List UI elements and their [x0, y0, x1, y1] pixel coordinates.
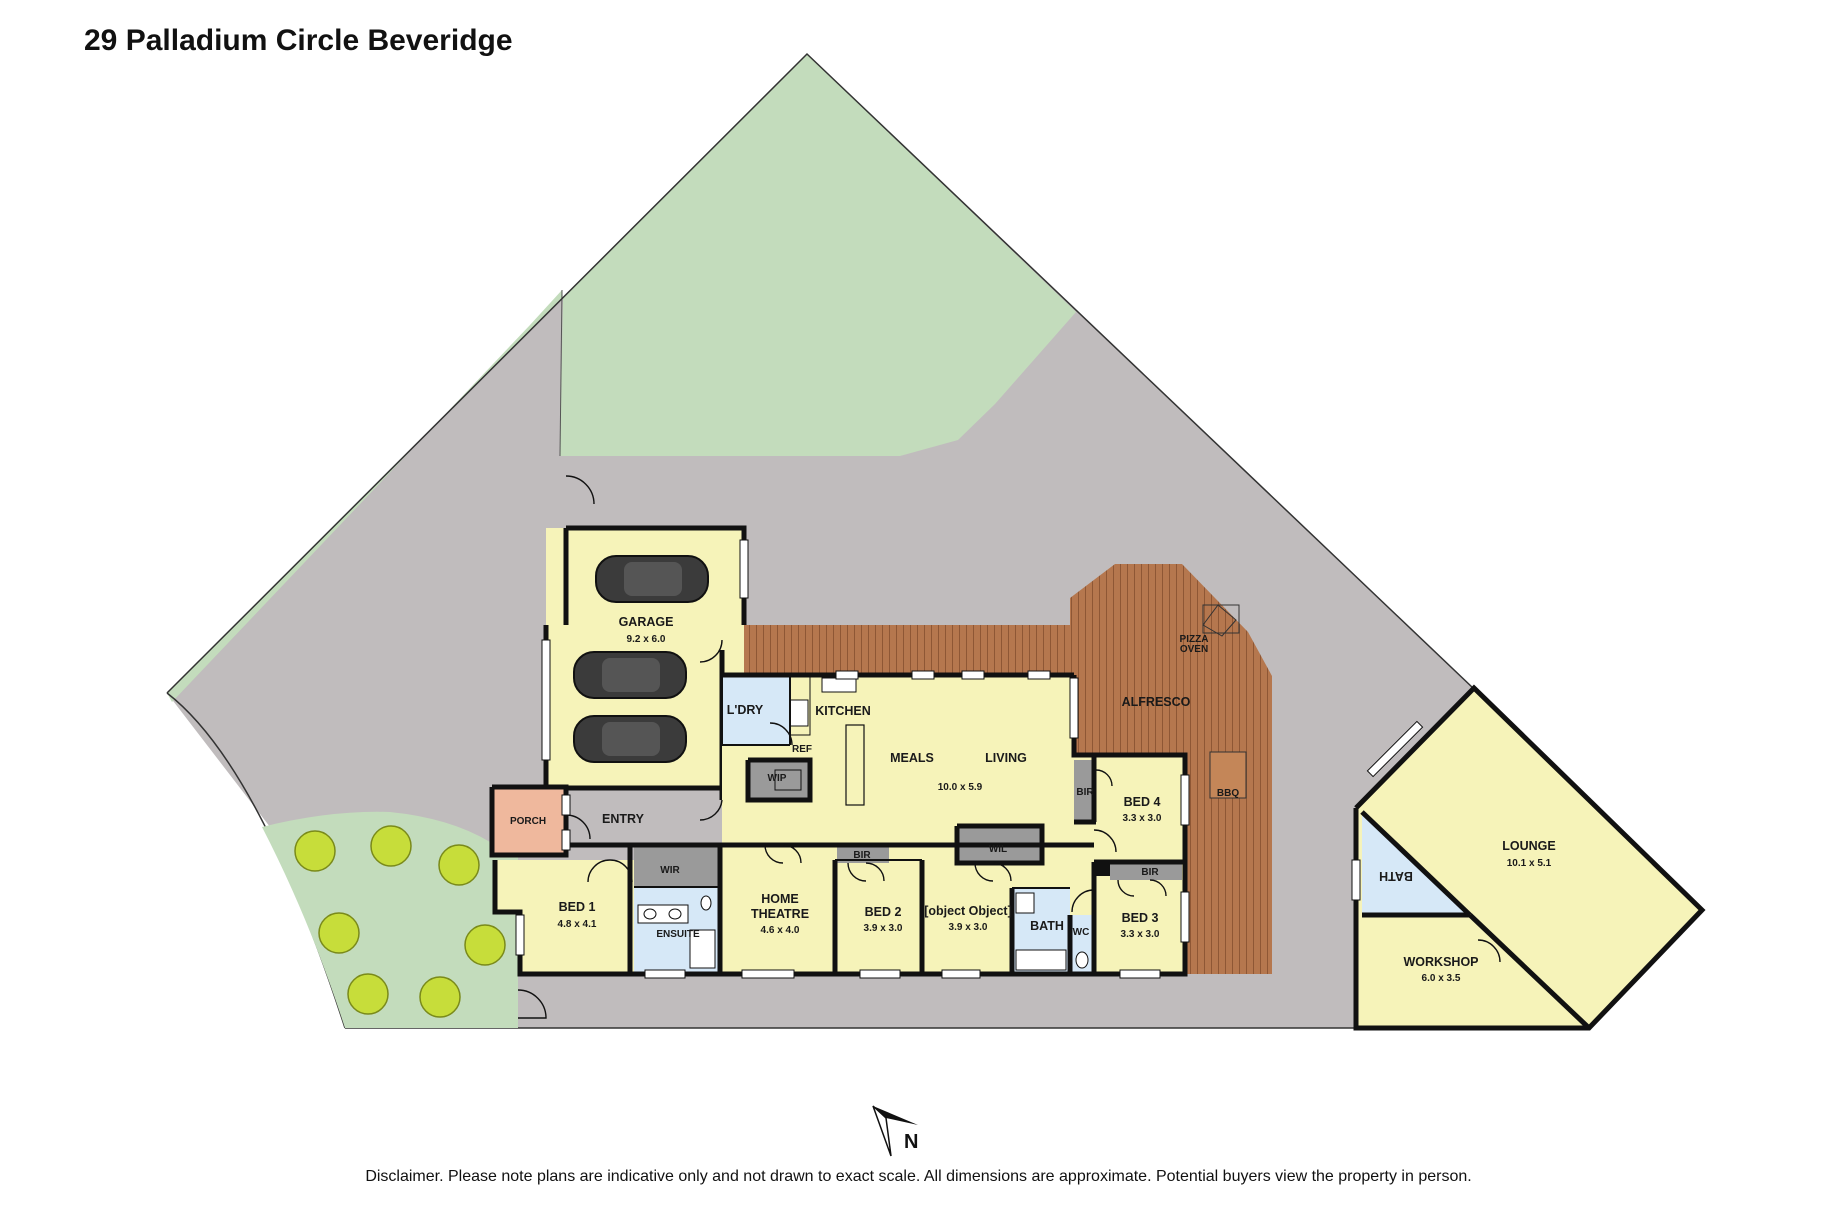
annex	[1356, 688, 1702, 1028]
pizza-oven-label-2: OVEN	[1180, 644, 1208, 655]
gate-door-swing	[517, 989, 547, 1019]
lounge-dims: 10.1 x 5.1	[1507, 858, 1552, 869]
porch-label: PORCH	[510, 816, 546, 827]
tree	[438, 844, 480, 886]
tree	[318, 912, 360, 954]
bed1-dims: 4.8 x 4.1	[558, 919, 597, 930]
wc-label: WC	[1073, 927, 1090, 938]
bed2-dims: 3.9 x 3.0	[864, 923, 903, 934]
living-label: LIVING	[985, 751, 1027, 765]
workshop-dims: 6.0 x 3.5	[1422, 973, 1461, 984]
bed4-label: BED 4	[1124, 795, 1161, 809]
garage-label: GARAGE	[619, 615, 674, 629]
wip-label: WIP	[768, 773, 787, 784]
cooktop	[789, 699, 809, 727]
annex-walls	[1353, 684, 1706, 1031]
alfresco-deck	[722, 564, 1272, 974]
bir-bed3	[1110, 862, 1182, 880]
tree	[347, 973, 389, 1015]
door-swings	[565, 639, 1167, 913]
bed2-label: BED 2	[865, 905, 902, 919]
bir-bed3-label: BIR	[1141, 867, 1159, 878]
laundry-room	[722, 675, 790, 745]
garden-trees	[294, 825, 506, 1018]
car-bottom	[573, 715, 687, 763]
wir-room	[634, 845, 719, 887]
lounge-label: LOUNGE	[1502, 839, 1555, 853]
bbq	[1209, 751, 1247, 799]
meals-living-dims: 10.0 x 5.9	[938, 782, 983, 793]
bir-bed4	[1074, 760, 1096, 822]
garage-dims: 9.2 x 6.0	[627, 634, 666, 645]
kitchen-sink	[821, 677, 857, 693]
tree	[464, 924, 506, 966]
alfresco-label: ALFRESCO	[1122, 695, 1191, 709]
garage-window	[739, 539, 749, 599]
site-boundary	[166, 52, 1474, 694]
fixtures	[637, 769, 1089, 971]
pizza-oven-label-1: PIZZA	[1180, 634, 1209, 645]
plan-title: 29 Palladium Circle Beveridge	[84, 24, 513, 57]
house-walls	[489, 672, 1188, 977]
car-top	[595, 555, 709, 603]
garden-gate-swing	[565, 475, 595, 505]
compass-label: N	[904, 1131, 918, 1153]
home-theatre-label-2: THEATRE	[751, 907, 809, 921]
workshop-door-swing	[1477, 939, 1501, 963]
bed1-label: BED 1	[559, 900, 596, 914]
bed4-dims: 3.3 x 3.0	[1123, 813, 1162, 824]
bir-bed2-label: BIR	[853, 850, 871, 861]
lawn-boundary	[559, 289, 563, 457]
wir-label: WIR	[660, 865, 680, 876]
disclaimer: Disclaimer. Please note plans are indica…	[365, 1168, 1472, 1185]
ensuite-label: ENSUITE	[656, 929, 700, 940]
bbq-label: BBQ	[1217, 788, 1239, 799]
bath-label: BATH	[1030, 919, 1064, 933]
kitchen-label: KITCHEN	[815, 704, 871, 718]
rumpus-label: [object Object]	[924, 904, 1012, 918]
bed3-dims: 3.3 x 3.0	[1121, 929, 1160, 940]
car-middle	[573, 651, 687, 699]
bir-bed2	[837, 845, 889, 863]
kitchen-island	[845, 724, 865, 806]
tree	[370, 825, 412, 867]
home-theatre-label-1: HOME	[761, 892, 799, 906]
tree	[419, 976, 461, 1018]
garage-door-window	[541, 639, 551, 761]
room-labels: GARAGE 9.2 x 6.0 PIZZA OVEN ALFRESCO BBQ…	[510, 615, 1556, 1153]
laundry-label: L'DRY	[727, 703, 764, 717]
annex-window	[1366, 720, 1424, 778]
meals-label: MEALS	[890, 751, 934, 765]
workshop-label: WORKSHOP	[1404, 955, 1479, 969]
lawn-area	[167, 54, 1076, 702]
pizza-oven	[1202, 604, 1240, 634]
tree	[294, 830, 336, 872]
porch-room	[492, 787, 566, 855]
home-theatre-dims: 4.6 x 4.0	[761, 925, 800, 936]
compass-arrow-outline	[872, 1105, 892, 1157]
ref-label: REF	[792, 744, 812, 755]
garage-fill-lower	[546, 625, 722, 788]
wil-label: WIL	[989, 844, 1007, 855]
entry-label: ENTRY	[602, 812, 645, 826]
pizza-oven-shape	[1202, 604, 1237, 637]
wip-room	[748, 760, 810, 800]
windows	[515, 670, 1190, 979]
rumpus-dims: 3.9 x 3.0	[949, 922, 988, 933]
bir-bed4-label: BIR	[1076, 787, 1094, 798]
annex-bath-label: BATH	[1379, 869, 1413, 883]
annex-window-side	[1351, 859, 1361, 901]
wall-block	[1094, 862, 1110, 876]
bed3-label: BED 3	[1122, 911, 1159, 925]
north-compass	[872, 1105, 918, 1157]
